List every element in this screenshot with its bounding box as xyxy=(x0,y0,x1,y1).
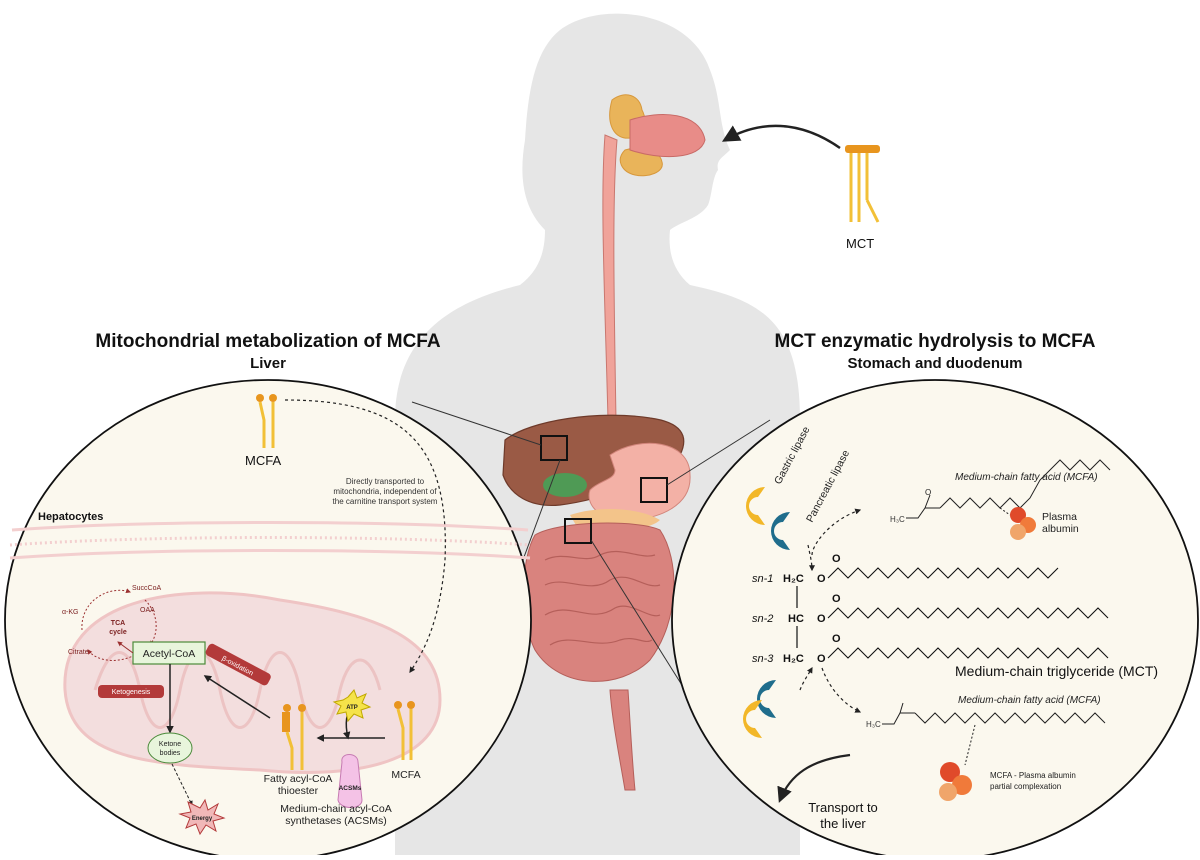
fatty-acyl-label-2: thioester xyxy=(278,785,319,797)
bottom-mcfa-label: Medium-chain fatty acid (MCFA) xyxy=(958,695,1101,706)
plasma-albumin-1: Plasma xyxy=(1042,511,1077,523)
fatty-acyl-label-1: Fatty acyl-CoA xyxy=(264,773,333,785)
digestive-organs xyxy=(502,94,706,791)
ketogenesis-label: Ketogenesis xyxy=(112,689,151,696)
tca-label-2: cycle xyxy=(109,629,127,636)
bottom-mcfa-h3c: H₃C xyxy=(866,720,881,729)
sn1-label: sn-1 xyxy=(752,573,773,585)
tca-cycle: TCA cycle SuccCoA OAA α-KG Citrate xyxy=(62,585,162,661)
acsm-label-2: synthetases (ACSMs) xyxy=(285,815,387,827)
ketone-bodies-1: Ketone xyxy=(159,741,181,748)
beta-oxidation-pill xyxy=(205,643,271,686)
pancreatic-lipase-icon xyxy=(771,512,790,550)
direct-transport-arrow xyxy=(284,399,446,673)
mct-input: MCT xyxy=(845,145,880,251)
sn1-o2: O xyxy=(832,553,841,565)
mct-top-label: MCT xyxy=(846,236,874,251)
atp-label: ATP xyxy=(346,705,358,711)
gastric-lipase-icon xyxy=(746,487,765,525)
direct-transport-note-2: mitochondria, independent of xyxy=(333,487,437,496)
left-subtitle: Liver xyxy=(250,355,286,372)
mcfa-bottom-icon xyxy=(394,701,415,760)
tca-oaa: OAA xyxy=(140,607,155,614)
right-title: MCT enzymatic hydrolysis to MCFA xyxy=(775,331,1096,352)
sn2-label: sn-2 xyxy=(752,613,773,625)
pancreatic-lipase-lower xyxy=(757,680,776,718)
tca-citrate: Citrate xyxy=(68,649,89,656)
energy-burst xyxy=(178,798,226,836)
liver-zoom-panel: Hepatocytes MCFA Directly transported to… xyxy=(4,379,532,860)
mcfa-top-label: MCFA xyxy=(245,453,281,468)
mct-label: Medium-chain triglyceride (MCT) xyxy=(955,663,1158,679)
ketone-bodies-2: bodies xyxy=(160,750,181,757)
digestion-zoom-panel: Gastric lipase Pancreatic lipase H₃C O M… xyxy=(671,379,1199,860)
acsms-label: ACSMs xyxy=(339,785,362,792)
sn1-h2c: H₂C xyxy=(783,573,804,585)
tca-label-1: TCA xyxy=(111,620,125,627)
transport-arrow xyxy=(777,753,851,803)
right-subtitle: Stomach and duodenum xyxy=(847,355,1022,372)
duodenum-focus-box xyxy=(564,518,592,544)
sn3-o2: O xyxy=(832,633,841,645)
complexation-2: partial complexation xyxy=(990,782,1061,791)
sn3-label: sn-3 xyxy=(752,653,774,665)
left-title: Mitochondrial metabolization of MCFA xyxy=(95,331,440,352)
tca-akg: α-KG xyxy=(62,609,79,616)
mcfa-top-icon xyxy=(256,394,277,448)
sn2-hc: HC xyxy=(788,613,804,625)
direct-transport-note-1: Directly transported to xyxy=(346,477,425,486)
hepatocytes-label: Hepatocytes xyxy=(38,511,103,523)
top-mcfa-h3c: H₃C xyxy=(890,515,905,524)
liver-focus-box xyxy=(540,435,568,461)
gastric-lipase-lower xyxy=(743,700,762,738)
fatty-acyl-coa-icon xyxy=(282,704,306,770)
plasma-albumin-icon xyxy=(1010,507,1036,540)
plasma-albumin-2: albumin xyxy=(1042,523,1079,535)
sn2-o: O xyxy=(817,613,826,625)
acetyl-coa-label: Acetyl-CoA xyxy=(143,648,196,660)
acsm-label-1: Medium-chain acyl-CoA xyxy=(280,803,391,815)
ingestion-arrow xyxy=(721,124,841,150)
transport-label-1: Transport to xyxy=(808,800,878,815)
sn3-o: O xyxy=(817,653,826,665)
top-mcfa-o: O xyxy=(925,488,931,497)
transport-label-2: the liver xyxy=(820,816,866,831)
sn3-h2c: H₂C xyxy=(783,653,804,665)
top-mcfa-label: Medium-chain fatty acid (MCFA) xyxy=(955,472,1098,483)
tca-succoa: SuccCoA xyxy=(132,585,162,592)
albumin-complex-icon xyxy=(939,762,972,801)
sn2-o2: O xyxy=(832,593,841,605)
atp-burst xyxy=(332,689,372,723)
sn1-o: O xyxy=(817,573,826,585)
acsms-enzyme xyxy=(337,754,363,808)
stomach-focus-box xyxy=(640,477,668,503)
ketogenesis-pill xyxy=(98,685,164,698)
energy-label: Energy xyxy=(192,816,213,822)
mcfa-bottom-label: MCFA xyxy=(391,769,420,781)
direct-transport-note-3: the carnitine transport system xyxy=(333,497,438,506)
complexation-1: MCFA - Plasma albumin xyxy=(990,771,1076,780)
